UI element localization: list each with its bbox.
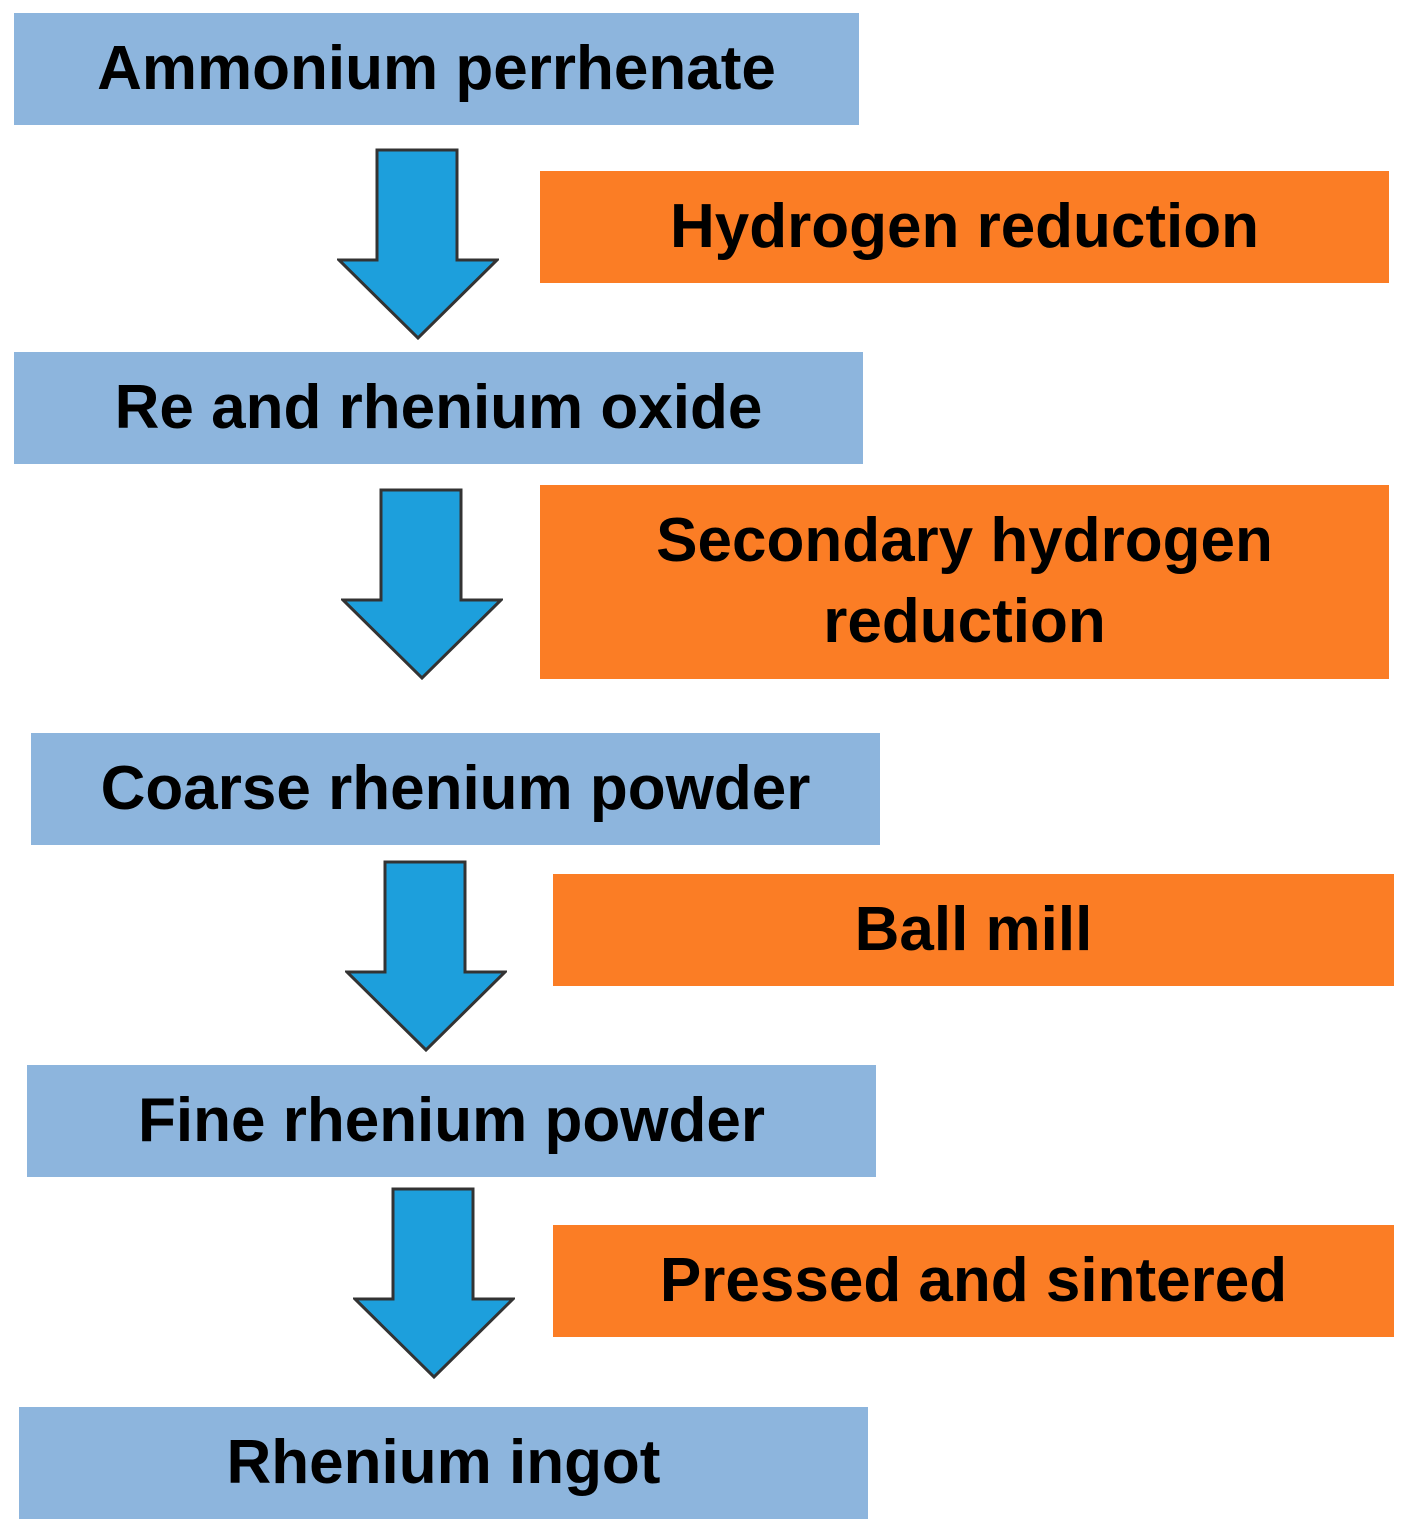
arrow-down-icon: [353, 1187, 515, 1379]
arrow-down-icon: [345, 860, 507, 1052]
material-step-label: Rhenium ingot: [226, 1427, 661, 1497]
material-step-fine-rhenium-powder: Fine rhenium powder: [27, 1065, 876, 1177]
process-step-pressed-and-sintered: Pressed and sintered: [553, 1225, 1394, 1337]
process-step-label: Ball mill: [854, 894, 1093, 964]
material-step-rhenium-ingot: Rhenium ingot: [19, 1407, 868, 1519]
material-step-label: Coarse rhenium powder: [100, 753, 811, 823]
arrow-down-icon: [341, 488, 503, 680]
process-step-hydrogen-reduction: Hydrogen reduction: [540, 171, 1389, 283]
process-step-label: Secondary hydrogen reduction: [656, 506, 1273, 656]
material-step-coarse-rhenium-powder: Coarse rhenium powder: [31, 733, 880, 845]
process-step-label: Pressed and sintered: [659, 1245, 1288, 1315]
process-step-ball-mill: Ball mill: [553, 874, 1394, 986]
material-step-ammonium-perrhenate: Ammonium perrhenate: [14, 13, 859, 125]
process-step-label: Hydrogen reduction: [669, 191, 1260, 261]
arrow-down-icon: [337, 148, 499, 340]
material-step-label: Fine rhenium powder: [138, 1085, 765, 1155]
material-step-label: Re and rhenium oxide: [114, 372, 763, 442]
material-step-label: Ammonium perrhenate: [97, 33, 776, 103]
material-step-re-and-rhenium-oxide: Re and rhenium oxide: [14, 352, 863, 464]
process-step-secondary-hydrogen-reduction: Secondary hydrogen reduction: [540, 485, 1389, 679]
